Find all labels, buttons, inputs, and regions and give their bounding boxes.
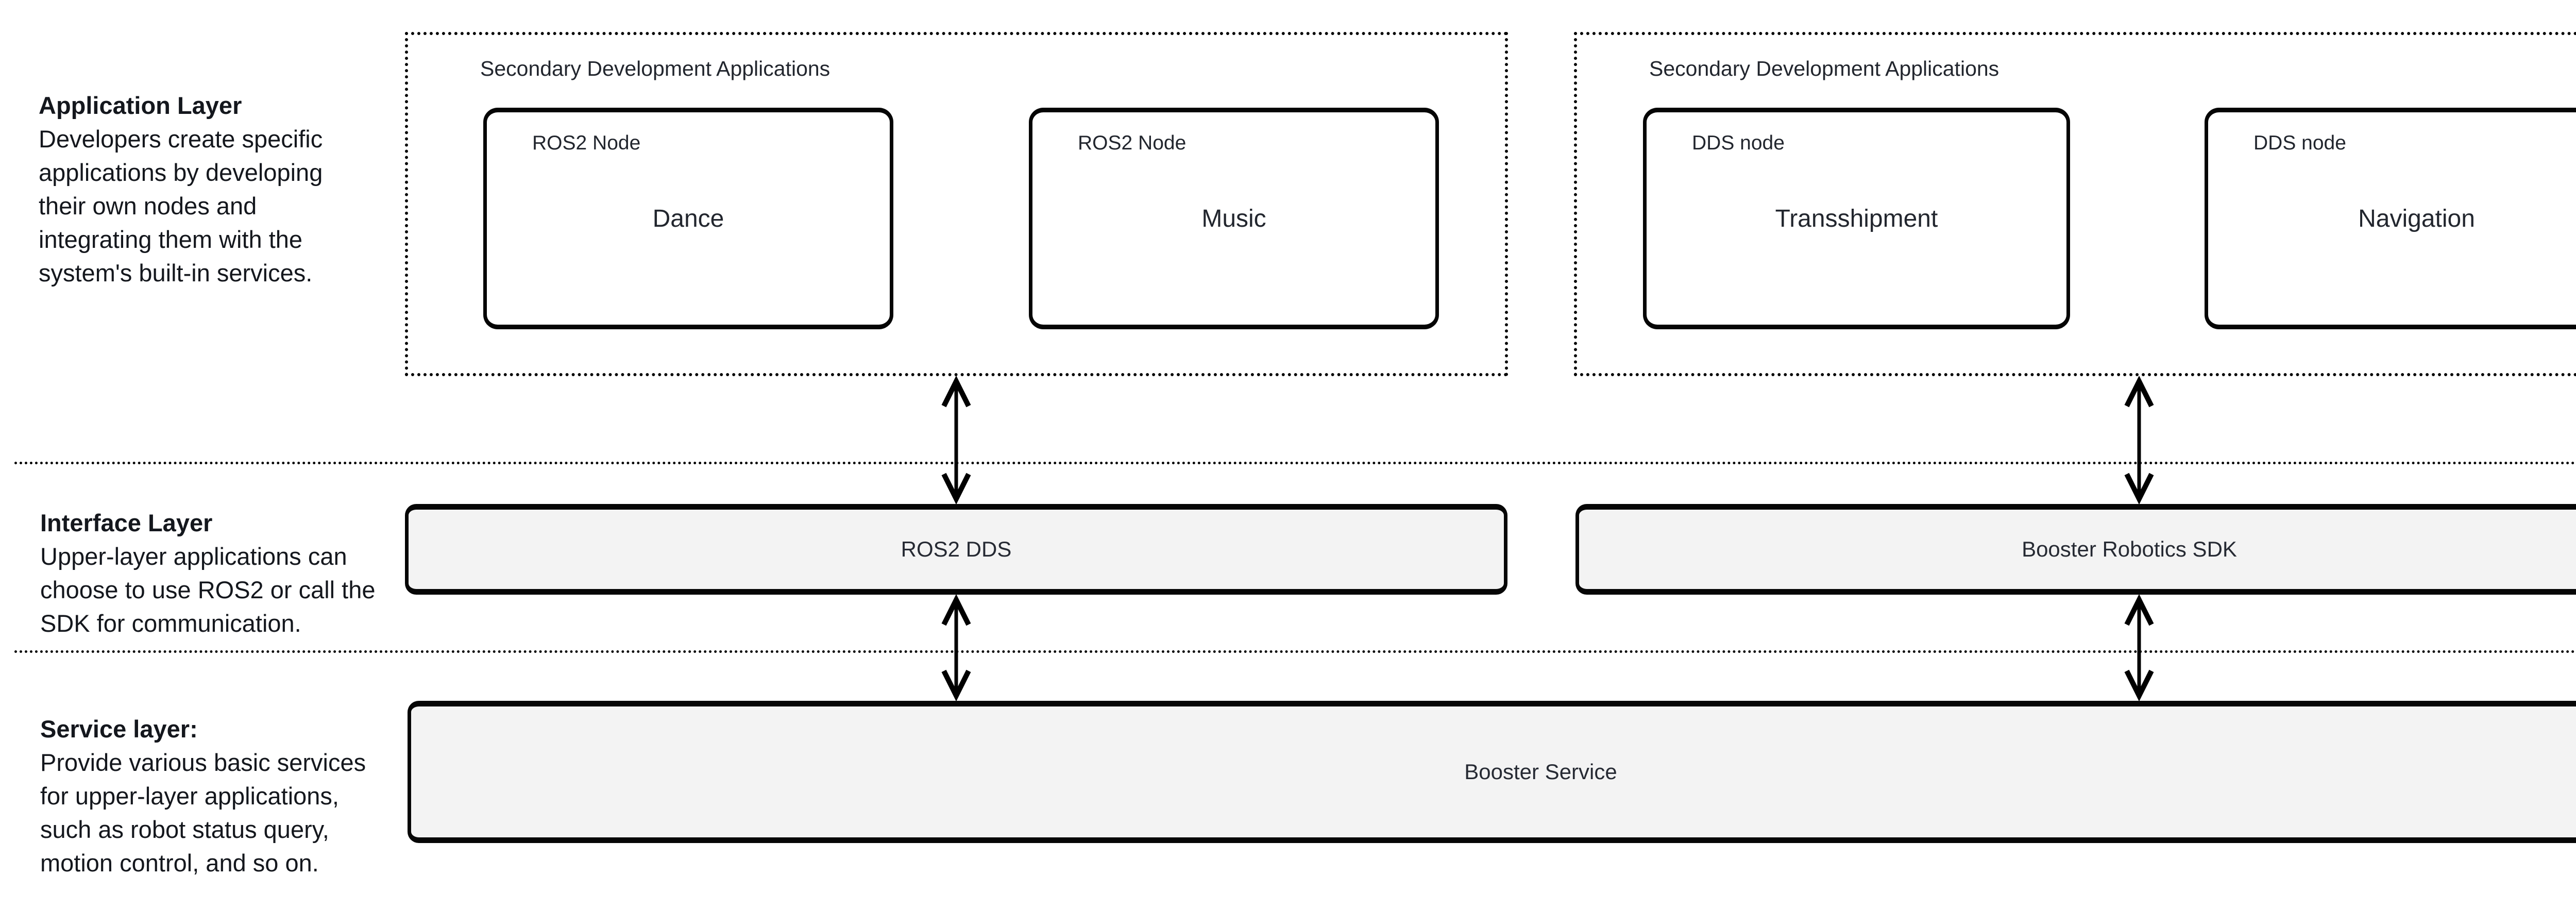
booster-service-bar: Booster Service xyxy=(408,701,2576,843)
node-name: Transshipment xyxy=(1775,205,1938,232)
interface-layer-annotation: Interface Layer Upper-layer applications… xyxy=(40,506,385,640)
node-name: Navigation xyxy=(2358,205,2475,232)
node-type-label: DDS node xyxy=(2253,132,2346,154)
application-layer-heading: Application Layer xyxy=(39,92,242,119)
group-title: Secondary Development Applications xyxy=(1649,57,1999,80)
node-transshipment: DDS node Transshipment xyxy=(1643,108,2070,329)
application-layer-annotation: Application Layer Developers create spec… xyxy=(39,89,374,290)
node-type-label: ROS2 Node xyxy=(532,132,641,154)
node-dance: ROS2 Node Dance xyxy=(483,108,893,329)
ros2-dds-label: ROS2 DDS xyxy=(901,537,1012,561)
node-music: ROS2 Node Music xyxy=(1029,108,1439,329)
group-title: Secondary Development Applications xyxy=(480,57,831,80)
node-navigation: DDS node Navigation xyxy=(2205,108,2576,329)
interface-layer-description: Upper-layer applications can choose to u… xyxy=(40,543,376,637)
layer-separator-dotted-line-bottom xyxy=(14,650,2576,653)
booster-robotics-sdk-label: Booster Robotics SDK xyxy=(2022,537,2237,561)
layer-separator-dotted-line-top xyxy=(14,462,2576,464)
service-layer-heading: Service layer: xyxy=(40,715,198,743)
booster-service-label: Booster Service xyxy=(1464,760,1617,784)
node-type-label: ROS2 Node xyxy=(1078,132,1187,154)
node-name: Music xyxy=(1201,205,1266,232)
secondary-dev-apps-group-dds: Secondary Development Applications DDS n… xyxy=(1574,32,2576,376)
interface-layer-heading: Interface Layer xyxy=(40,509,213,536)
application-layer-description: Developers create specific applications … xyxy=(39,125,323,287)
node-name: Dance xyxy=(652,205,724,232)
service-layer-annotation: Service layer: Provide various basic ser… xyxy=(40,712,396,880)
node-type-label: DDS node xyxy=(1692,132,1785,154)
bidirectional-arrow-app-sdk xyxy=(2123,376,2156,504)
ros2-dds-bar: ROS2 DDS xyxy=(405,504,1507,595)
secondary-dev-apps-group-ros2: Secondary Development Applications ROS2 … xyxy=(405,32,1508,376)
booster-robotics-sdk-bar: Booster Robotics SDK xyxy=(1575,504,2576,595)
bidirectional-arrow-app-ros2dds xyxy=(940,376,973,504)
bidirectional-arrow-sdk-service xyxy=(2123,595,2156,701)
service-layer-description: Provide various basic services for upper… xyxy=(40,749,366,877)
bidirectional-arrow-ros2dds-service xyxy=(940,595,973,701)
